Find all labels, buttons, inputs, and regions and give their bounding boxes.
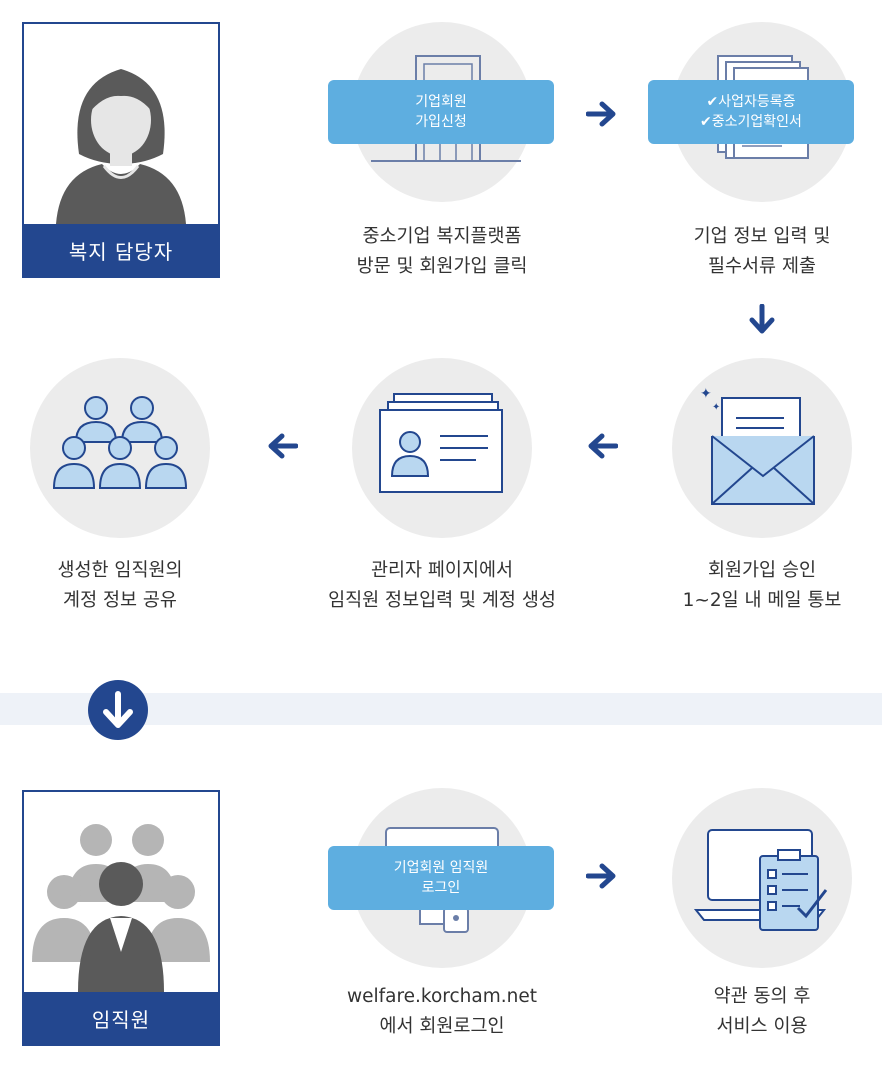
step1-banner: 기업회원 가입신청 bbox=[328, 80, 554, 144]
step1-banner-line1: 기업회원 bbox=[415, 94, 467, 110]
arrow-right-icon bbox=[586, 100, 618, 128]
arrow-left-icon bbox=[586, 432, 618, 460]
arrow-right-icon bbox=[586, 862, 618, 890]
step2-banner-line1: ✔사업자등록증 bbox=[706, 94, 796, 110]
laptop-checklist-icon bbox=[690, 820, 840, 940]
step6-banner: 기업회원 임직원 로그인 bbox=[328, 846, 554, 910]
step6-caption: welfare.korcham.net 에서 회원로그인 bbox=[312, 982, 572, 1042]
step5-caption: 생성한 임직원의 계정 정보 공유 bbox=[0, 556, 250, 616]
step1-caption-line2: 방문 및 회원가입 클릭 bbox=[356, 256, 528, 277]
step2-banner-line2: ✔중소기업확인서 bbox=[700, 114, 802, 130]
step7-caption-line1: 약관 동의 후 bbox=[713, 986, 811, 1007]
step1-caption: 중소기업 복지플랫폼 방문 및 회원가입 클릭 bbox=[312, 222, 572, 282]
step4-caption: 관리자 페이지에서 임직원 정보입력 및 계정 생성 bbox=[296, 556, 588, 616]
step6-caption-line2: 에서 회원로그인 bbox=[379, 1016, 505, 1037]
step2-caption-line1: 기업 정보 입력 및 bbox=[693, 226, 831, 247]
step6-caption-line1: welfare.korcham.net bbox=[346, 986, 538, 1007]
step2-caption: 기업 정보 입력 및 필수서류 제출 bbox=[632, 222, 882, 282]
step7-caption: 약관 동의 후 서비스 이용 bbox=[632, 982, 882, 1042]
id-card-icon bbox=[376, 390, 506, 500]
step1-caption-line1: 중소기업 복지플랫폼 bbox=[362, 226, 522, 247]
step2-caption-line2: 필수서류 제출 bbox=[707, 256, 816, 277]
people-crowd-icon bbox=[24, 792, 218, 992]
step5-caption-line1: 생성한 임직원의 bbox=[57, 560, 183, 581]
step3-caption-line1: 회원가입 승인 bbox=[707, 560, 816, 581]
person-female-icon bbox=[24, 24, 218, 224]
step1-banner-line2: 가입신청 bbox=[415, 114, 467, 130]
svg-text:✦: ✦ bbox=[712, 402, 720, 413]
role-card-manager: 복지 담당자 bbox=[22, 22, 220, 278]
step4-caption-line2: 임직원 정보입력 및 계정 생성 bbox=[328, 590, 556, 611]
svg-text:✦: ✦ bbox=[700, 386, 712, 402]
envelope-icon: ✦ ✦ bbox=[694, 376, 834, 516]
arrow-down-icon bbox=[748, 304, 776, 336]
arrow-left-icon bbox=[266, 432, 298, 460]
role-card-employee: 임직원 bbox=[22, 790, 220, 1046]
role-label-manager: 복지 담당자 bbox=[24, 224, 218, 276]
step3-caption: 회원가입 승인 1~2일 내 메일 통보 bbox=[632, 556, 882, 616]
step6-banner-line1: 기업회원 임직원 bbox=[393, 860, 489, 876]
step6-banner-line2: 로그인 bbox=[421, 880, 461, 896]
step7-caption-line2: 서비스 이용 bbox=[716, 1016, 808, 1037]
arrow-down-icon bbox=[88, 680, 148, 740]
step2-banner: ✔사업자등록증 ✔중소기업확인서 bbox=[648, 80, 854, 144]
role-label-employee: 임직원 bbox=[24, 992, 218, 1044]
step3-caption-line2: 1~2일 내 메일 통보 bbox=[682, 590, 842, 611]
step4-caption-line1: 관리자 페이지에서 bbox=[370, 560, 514, 581]
step5-caption-line2: 계정 정보 공유 bbox=[63, 590, 177, 611]
people-group-icon bbox=[50, 392, 190, 502]
